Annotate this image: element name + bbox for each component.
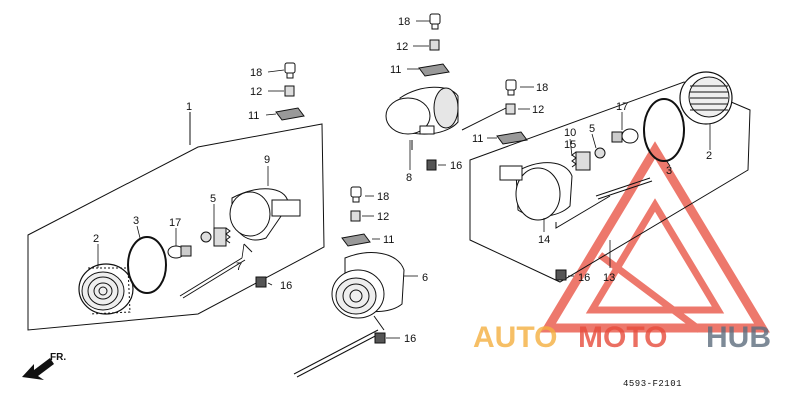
label-part-2-left: 2 bbox=[93, 233, 99, 245]
watermark-logo bbox=[540, 141, 770, 333]
label-part-8: 8 bbox=[406, 172, 412, 184]
label-part-18-c: 18 bbox=[377, 191, 389, 203]
watermark-text: AUTO MOTO HUB bbox=[473, 321, 771, 354]
left-grommet bbox=[255, 276, 267, 288]
label-part-12-top: 12 bbox=[396, 41, 408, 53]
label-part-13: 13 bbox=[603, 272, 615, 284]
watermark-hub: HUB bbox=[706, 321, 771, 354]
leader-lines bbox=[97, 20, 711, 339]
watermark-moto: MOTO bbox=[578, 321, 667, 354]
right-wire bbox=[595, 177, 653, 200]
label-part-2-right: 2 bbox=[706, 150, 712, 162]
center-housing bbox=[331, 252, 405, 331]
right-gasket bbox=[643, 98, 685, 162]
label-part-11-r: 11 bbox=[472, 133, 483, 145]
label-part-5-left: 5 bbox=[210, 193, 216, 205]
right-bulb bbox=[611, 128, 639, 144]
direction-label: FR. bbox=[50, 352, 66, 363]
watermark-auto: AUTO bbox=[473, 321, 557, 354]
label-part-3-left: 3 bbox=[133, 215, 139, 227]
front-direction-indicator: FR. bbox=[22, 352, 66, 380]
label-part-18-r: 18 bbox=[536, 82, 548, 94]
label-part-7: 7 bbox=[236, 261, 242, 273]
label-part-5-right: 5 bbox=[589, 123, 595, 135]
right-housing bbox=[499, 162, 611, 229]
label-part-3-right: 3 bbox=[666, 165, 672, 177]
label-part-17-left: 17 bbox=[169, 217, 181, 229]
label-part-16-left: 16 bbox=[280, 280, 292, 292]
watermark-triangle-icon bbox=[540, 141, 770, 333]
left-assembly-outline bbox=[27, 112, 325, 331]
left-housing bbox=[229, 188, 301, 253]
label-part-11-top: 11 bbox=[390, 64, 401, 76]
label-part-6: 6 bbox=[422, 272, 428, 284]
drawing-code: 4593-F2101 bbox=[623, 379, 682, 389]
label-part-1: 1 bbox=[186, 101, 192, 113]
label-part-10: 10 bbox=[564, 127, 576, 139]
label-part-16-bot: 16 bbox=[404, 333, 416, 345]
center-grommet bbox=[374, 332, 386, 344]
right-socket bbox=[571, 147, 606, 171]
left-gasket bbox=[127, 236, 167, 294]
arrow-icon bbox=[22, 358, 54, 380]
label-part-16-right: 16 bbox=[578, 272, 590, 284]
right-mid-screw-stack bbox=[496, 79, 528, 145]
left-wire bbox=[179, 257, 246, 299]
right-lens bbox=[679, 71, 733, 125]
label-part-15: 15 bbox=[564, 139, 576, 151]
center-screw-stack bbox=[341, 186, 371, 247]
label-part-18-a: 18 bbox=[250, 67, 262, 79]
label-part-16-mid: 16 bbox=[450, 160, 462, 172]
label-part-17-right: 17 bbox=[616, 101, 628, 113]
left-lens bbox=[78, 263, 134, 315]
part-labels: 1 2 3 17 5 9 7 16 18 12 11 18 12 11 8 16… bbox=[93, 16, 712, 345]
label-part-11-a: 11 bbox=[248, 110, 259, 122]
label-part-12-r: 12 bbox=[532, 104, 544, 116]
left-socket bbox=[200, 227, 231, 247]
left-screw-stack bbox=[275, 62, 305, 121]
label-part-12-a: 12 bbox=[250, 86, 262, 98]
mid-housing bbox=[385, 86, 511, 150]
label-part-18-top: 18 bbox=[398, 16, 410, 28]
left-bulb bbox=[167, 245, 192, 259]
label-part-12-c: 12 bbox=[377, 211, 389, 223]
right-assembly-outline bbox=[469, 81, 751, 283]
right-grommet bbox=[555, 269, 567, 281]
label-part-11-c: 11 bbox=[383, 234, 394, 246]
mid-grommet bbox=[426, 159, 437, 171]
label-part-9: 9 bbox=[264, 154, 270, 166]
center-wire bbox=[293, 329, 382, 378]
label-part-14: 14 bbox=[538, 234, 550, 246]
mid-screw-stack bbox=[418, 13, 450, 77]
